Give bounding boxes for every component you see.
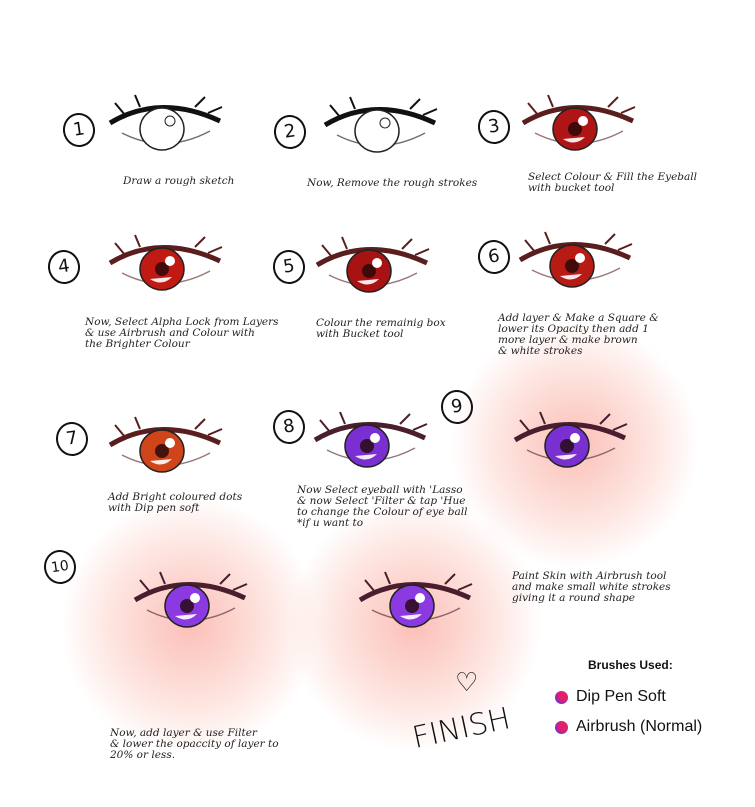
brush-item: Airbrush (Normal) bbox=[555, 712, 702, 742]
eye-illustration bbox=[125, 570, 255, 640]
eye-illustration bbox=[315, 95, 445, 165]
step-caption: Select Colour & Fill the Eyeball with bu… bbox=[528, 171, 697, 194]
step-number: 4 bbox=[45, 247, 83, 287]
brush-icon bbox=[555, 690, 568, 704]
step-number: 7 bbox=[53, 419, 91, 459]
brush-icon bbox=[555, 720, 568, 734]
step-caption: Now, Select Alpha Lock from Layers & use… bbox=[85, 316, 279, 350]
step-caption: Now, add layer & use Filter & lower the … bbox=[110, 727, 279, 761]
step-caption: Now Select eyeball with 'Lasso & now Sel… bbox=[297, 484, 468, 529]
brush-item: Dip Pen Soft bbox=[555, 682, 702, 712]
step-caption: Paint Skin with Airbrush tool and make s… bbox=[512, 570, 671, 604]
step-number: 3 bbox=[475, 107, 513, 147]
step-caption: Add Bright coloured dots with Dip pen so… bbox=[108, 491, 243, 514]
eye-illustration bbox=[513, 93, 643, 163]
step-number: 2 bbox=[271, 112, 309, 152]
brush-label: Dip Pen Soft bbox=[576, 688, 666, 705]
eye-illustration bbox=[505, 410, 635, 480]
step-caption: Now, Remove the rough strokes bbox=[307, 177, 478, 189]
eye-illustration bbox=[100, 233, 230, 303]
heart-icon: ♡ bbox=[455, 668, 479, 698]
step-number: 6 bbox=[475, 237, 513, 277]
step-number: 5 bbox=[270, 247, 308, 287]
eye-illustration bbox=[100, 93, 230, 163]
step-caption: Colour the remainig box with Bucket tool bbox=[316, 317, 446, 340]
eye-illustration bbox=[307, 235, 437, 305]
eye-illustration bbox=[305, 410, 435, 480]
eye-illustration bbox=[510, 230, 640, 300]
step-caption: Draw a rough sketch bbox=[123, 175, 235, 187]
step-number: 1 bbox=[60, 110, 98, 150]
step-number: 8 bbox=[270, 407, 308, 447]
brushes-used-panel: Brushes Used: Dip Pen Soft Airbrush (Nor… bbox=[555, 658, 702, 742]
brushes-title: Brushes Used: bbox=[588, 658, 673, 672]
step-caption: Add layer & Make a Square & lower its Op… bbox=[498, 312, 659, 357]
brush-label: Airbrush (Normal) bbox=[576, 718, 703, 735]
eye-illustration bbox=[350, 570, 480, 640]
eye-illustration bbox=[100, 415, 230, 485]
